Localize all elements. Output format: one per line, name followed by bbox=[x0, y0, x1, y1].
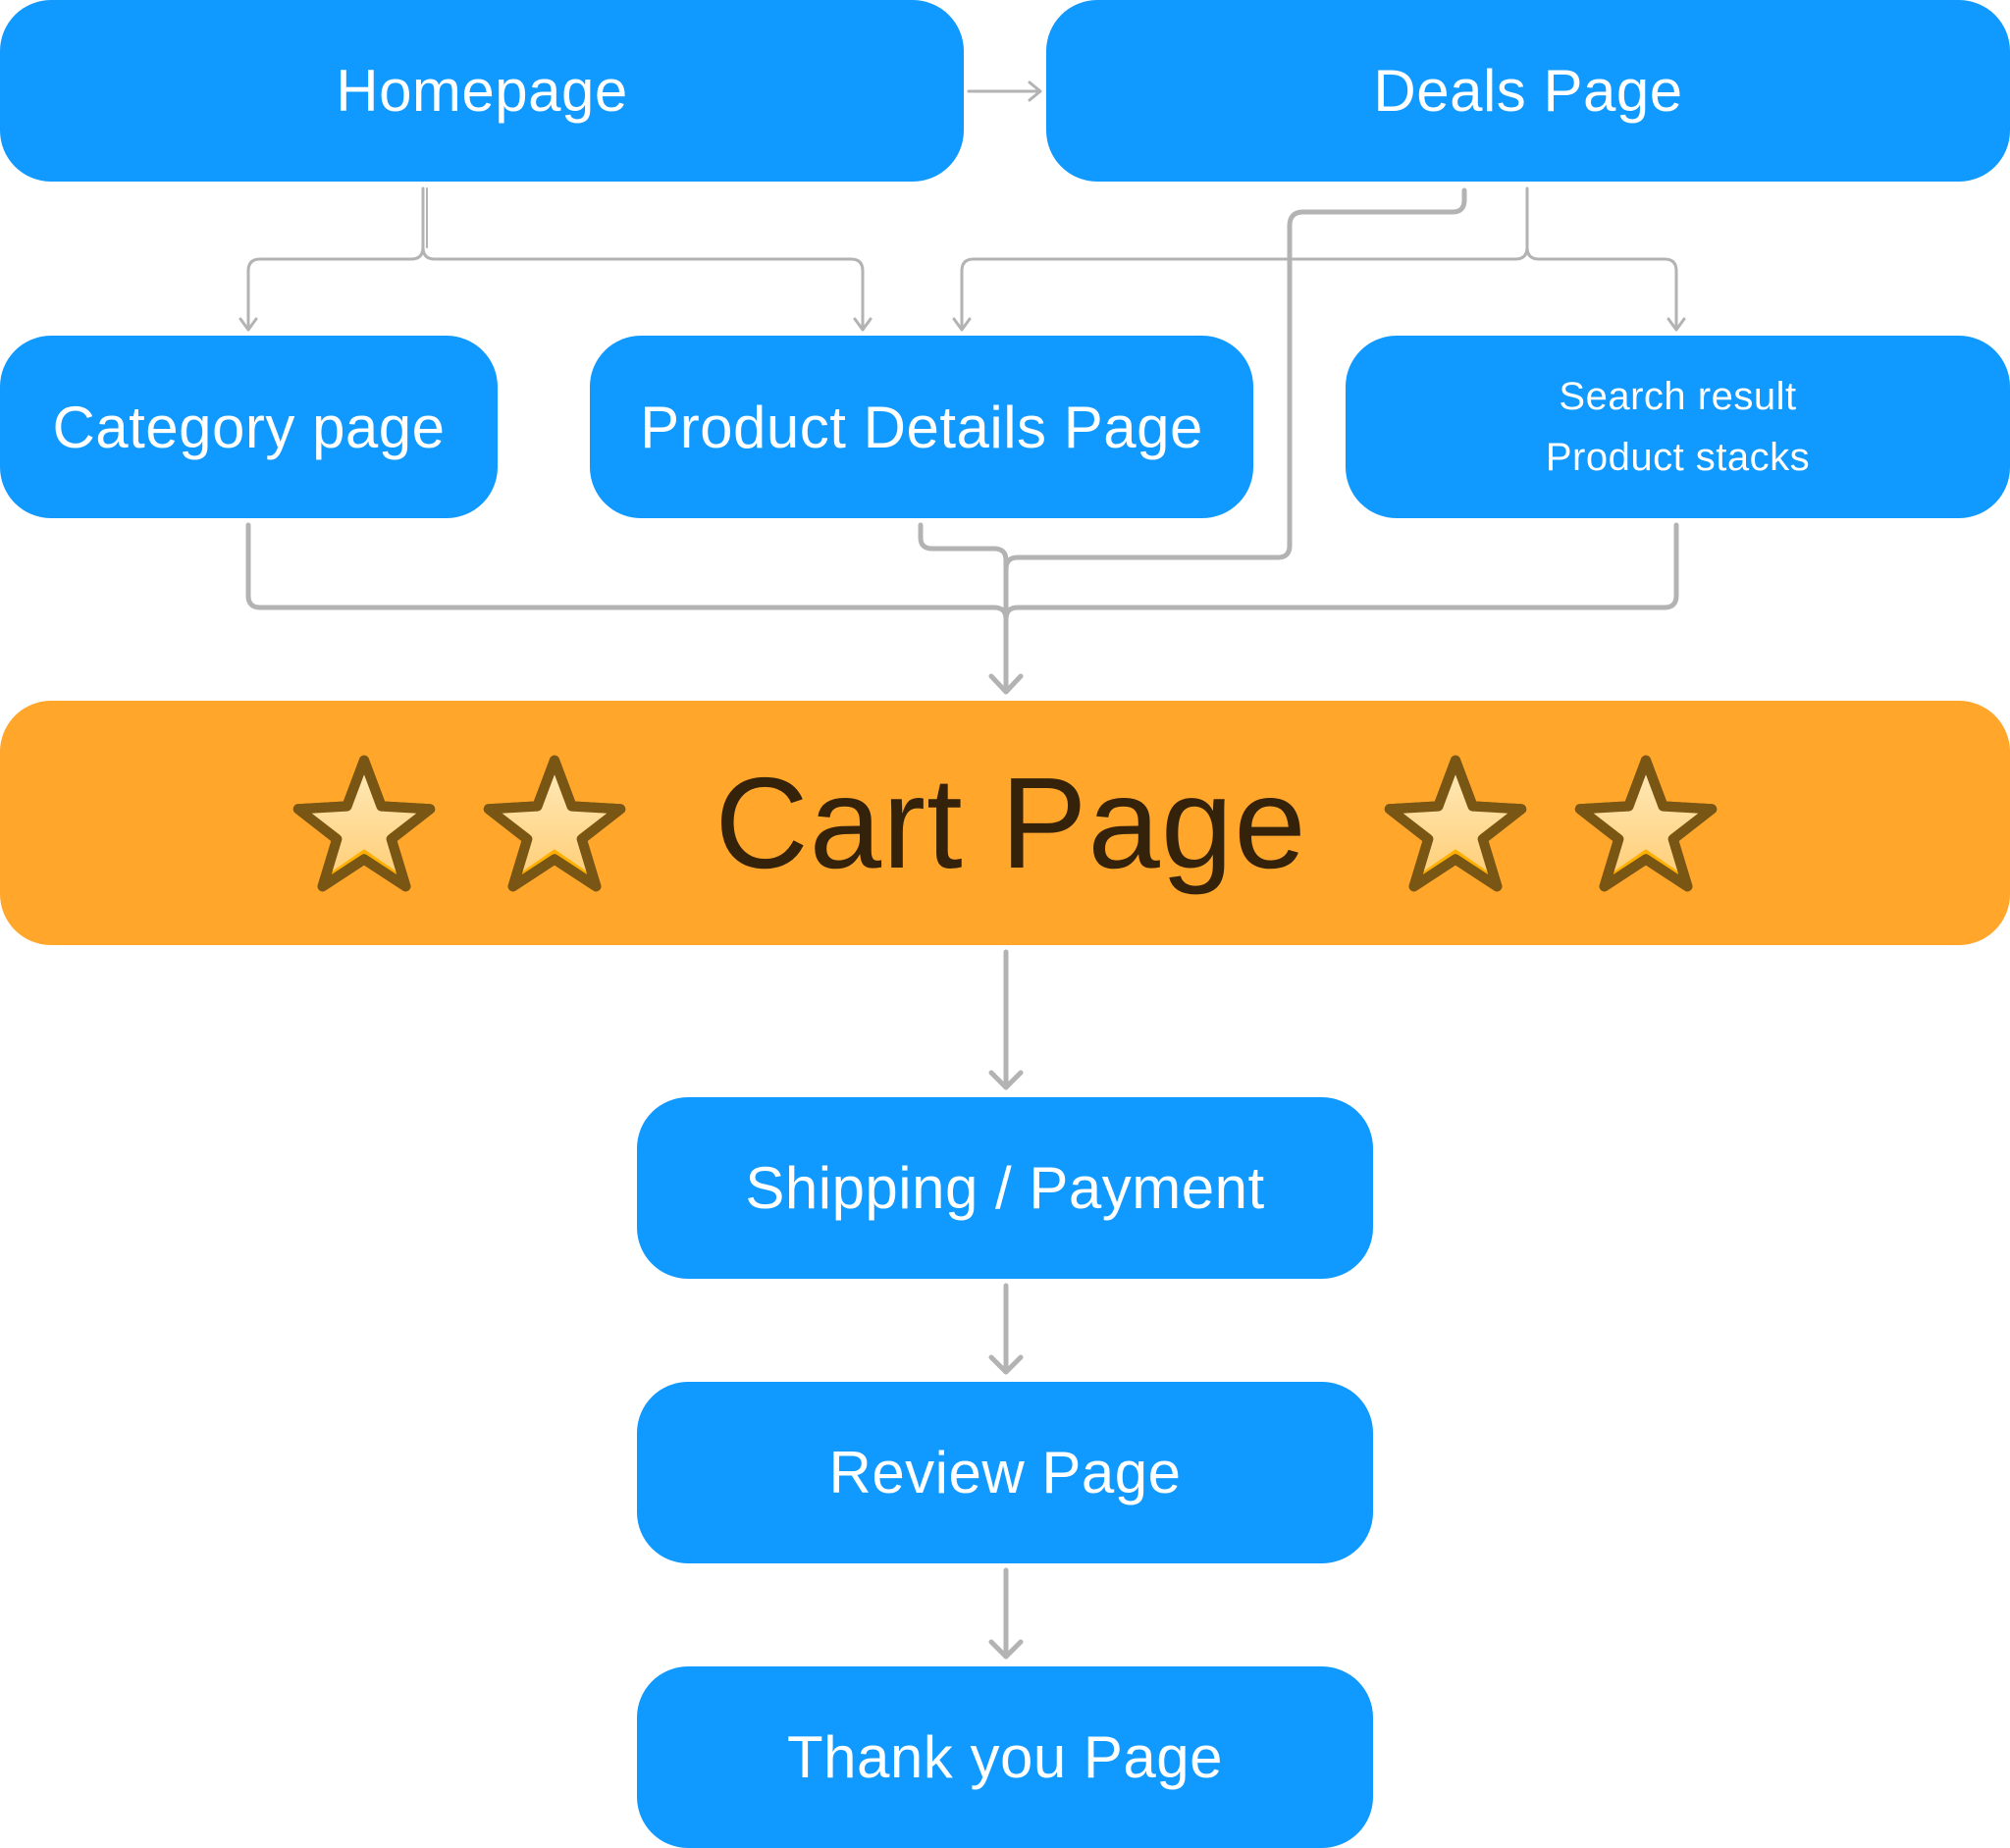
node-label-line1: Search result bbox=[1559, 375, 1797, 418]
node-thank-you-page[interactable]: Thank you Page bbox=[637, 1666, 1373, 1848]
arrowhead-category bbox=[238, 317, 258, 332]
edge-deals-branch-left bbox=[960, 186, 1529, 330]
arrowhead-search bbox=[1666, 317, 1686, 332]
star-icon bbox=[1574, 752, 1718, 895]
arrowhead-pdp-from-home bbox=[853, 317, 873, 332]
node-review-page[interactable]: Review Page bbox=[637, 1382, 1373, 1563]
arrowhead-shipping bbox=[988, 1070, 1024, 1090]
arrowhead-pdp-from-deals bbox=[952, 317, 972, 332]
node-category-page[interactable]: Category page bbox=[0, 336, 498, 518]
node-label: Category page bbox=[52, 394, 446, 460]
node-label: Thank you Page bbox=[787, 1724, 1223, 1790]
star-icon bbox=[292, 752, 436, 895]
node-shipping-payment[interactable]: Shipping / Payment bbox=[637, 1097, 1373, 1279]
node-search-result[interactable]: Search result Product stacks bbox=[1346, 336, 2010, 518]
node-cart-page[interactable]: Cart Page bbox=[0, 701, 2010, 945]
node-label: Deals Page bbox=[1373, 58, 1683, 124]
star-icon bbox=[483, 752, 626, 895]
node-label: Review Page bbox=[828, 1440, 1182, 1505]
arrowhead-homepage-deals bbox=[1028, 80, 1042, 102]
node-label: Product Details Page bbox=[640, 394, 1203, 460]
edge-deals-branch-right bbox=[1525, 245, 1678, 330]
edge-homepage-branch-right bbox=[421, 245, 865, 330]
arrowhead-cart bbox=[988, 673, 1024, 695]
node-homepage[interactable]: Homepage bbox=[0, 0, 964, 182]
edge-category-cart bbox=[245, 522, 1009, 622]
node-label: Homepage bbox=[336, 58, 628, 124]
edge-homepage-branch bbox=[246, 186, 425, 330]
arrowhead-review bbox=[988, 1354, 1024, 1375]
node-label: Shipping / Payment bbox=[745, 1155, 1265, 1221]
star-icon bbox=[1384, 752, 1527, 895]
node-label: Cart Page bbox=[714, 751, 1307, 895]
edge-search-cart bbox=[1003, 522, 1679, 622]
node-label: Search result Product stacks bbox=[1546, 366, 1810, 488]
node-label-line2: Product stacks bbox=[1545, 436, 1811, 479]
edge-pdp-cart bbox=[918, 522, 1009, 690]
node-product-details-page[interactable]: Product Details Page bbox=[590, 336, 1253, 518]
node-deals-page[interactable]: Deals Page bbox=[1046, 0, 2010, 182]
arrowhead-thanks bbox=[988, 1639, 1024, 1660]
